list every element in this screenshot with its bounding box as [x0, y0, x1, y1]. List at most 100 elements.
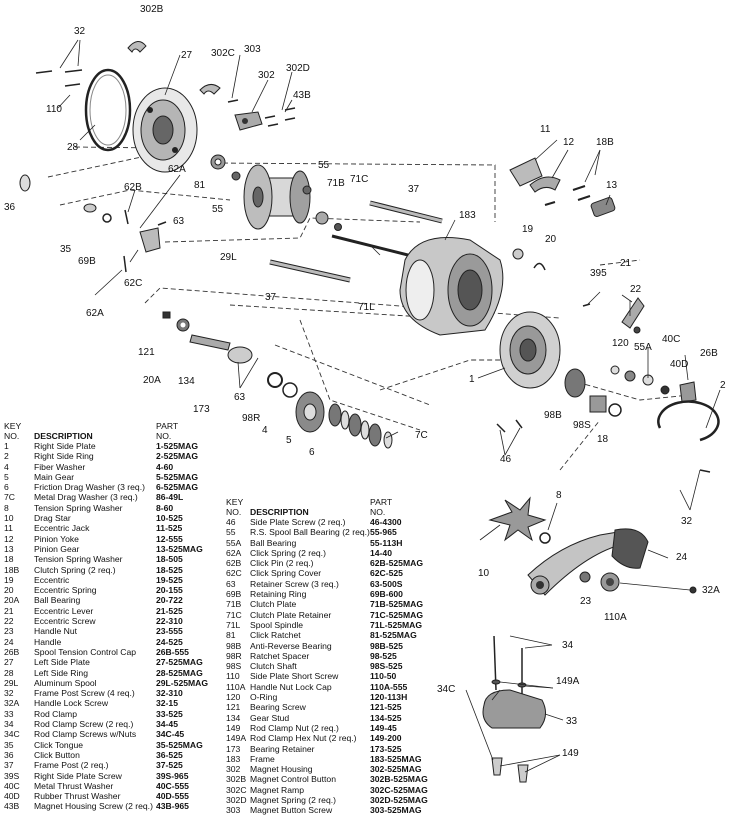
reel-frame — [399, 237, 504, 336]
key-number: 303 — [226, 805, 241, 816]
key-number: 302B — [226, 774, 247, 785]
part-description: Anti-Reverse Bearing — [250, 640, 332, 651]
callout-32A: 32A — [702, 585, 720, 596]
callout-27: 27 — [181, 50, 193, 61]
part-description: Click Pin (2 req.) — [250, 558, 314, 569]
eccentric-lever — [621, 297, 645, 329]
part-description: Clutch Plate Retainer — [250, 609, 332, 620]
part-description: Click Tongue — [34, 739, 84, 750]
callout-121: 121 — [138, 347, 155, 358]
eccentric — [512, 248, 524, 260]
callout-71C: 71C — [350, 174, 368, 185]
part-number: 33-525 — [156, 708, 183, 719]
callout-183: 183 — [459, 210, 476, 221]
part-description: Pinion Gear — [34, 543, 80, 554]
callout-4: 4 — [262, 425, 268, 436]
callout-62C: 62C — [124, 278, 142, 289]
part-number: 303-525MAG — [370, 805, 422, 816]
part-number: 12-555 — [156, 533, 183, 544]
drag-washers — [328, 403, 393, 449]
key-number: 29L — [4, 677, 19, 688]
part-number: 98S-525 — [370, 661, 403, 672]
callout-20: 20 — [545, 234, 557, 245]
callout-395: 395 — [590, 268, 607, 279]
key-number: 183 — [226, 753, 241, 764]
key-number: 40C — [4, 780, 20, 791]
callout-7C: 7C — [415, 430, 428, 441]
key-number: 46 — [226, 517, 236, 527]
frame-post-upper — [369, 200, 443, 224]
key-number: 55A — [226, 537, 242, 548]
part-number: 110A-555 — [370, 681, 408, 692]
left-side-ring — [84, 68, 132, 152]
pinion-gear — [590, 197, 616, 217]
part-number: 8-60 — [156, 502, 174, 513]
callout-37-top: 37 — [408, 184, 420, 195]
part-description: Ball Bearing — [34, 595, 81, 606]
callout-10: 10 — [478, 568, 490, 579]
part-description: Left Side Ring — [34, 667, 88, 678]
part-number: 183-525MAG — [370, 753, 422, 764]
callout-55A: 55A — [634, 342, 652, 353]
key-number: 28 — [4, 667, 14, 678]
callout-98R: 98R — [242, 413, 260, 424]
key-number: 10 — [4, 513, 14, 524]
callout-62A-bottom: 62A — [86, 308, 104, 319]
rod-clamp-nuts — [491, 757, 529, 783]
part-number: 40C-555 — [156, 780, 189, 791]
callout-120: 120 — [612, 338, 629, 349]
key-number: 36 — [4, 749, 14, 760]
callout-34: 34 — [562, 640, 574, 651]
key-number: 19 — [4, 574, 14, 585]
clutch-plate — [315, 211, 329, 225]
part-description: Magnet Button Screw — [250, 805, 333, 816]
key-number: 134 — [226, 712, 241, 723]
part-description: Gear Stud — [250, 712, 290, 723]
part-number: 69B-600 — [370, 589, 403, 600]
leader-lines — [57, 39, 721, 773]
callout-32: 32 — [74, 26, 86, 37]
eccentric-screw — [633, 326, 641, 334]
key-number: 18 — [4, 554, 14, 565]
part-description: Rod Clamp Screw (2 req.) — [34, 719, 134, 730]
callout-37-bottom: 37 — [265, 292, 277, 303]
part-number: 22-310 — [156, 616, 183, 627]
eccentric-spring — [533, 262, 546, 271]
right-side-plate — [499, 311, 561, 389]
part-description: Magnet Ramp — [250, 784, 304, 795]
key-number: 35 — [4, 739, 14, 750]
callout-62A-top: 62A — [168, 164, 186, 175]
part-number: 23-555 — [156, 626, 183, 637]
key-number: 40D — [4, 791, 20, 802]
part-number: 6-525MAG — [156, 482, 199, 493]
part-number: 11-525 — [156, 523, 183, 534]
callout-13: 13 — [606, 180, 618, 191]
callout-28: 28 — [67, 142, 79, 153]
part-number: 55-113H — [370, 537, 403, 548]
handle — [527, 528, 649, 596]
magnet-ramp — [199, 84, 221, 95]
callout-labels: 302B 32 27 302C 303 302 302D 43B 110 28 … — [4, 4, 726, 759]
callout-26B: 26B — [700, 348, 718, 359]
part-description: Handle Nut — [34, 626, 77, 637]
part-number: 20-722 — [156, 595, 183, 606]
part-number: 19-525 — [156, 574, 183, 585]
key-number: 110 — [226, 671, 240, 682]
part-description: Rod Clamp Nut (2 req.) — [250, 722, 339, 733]
